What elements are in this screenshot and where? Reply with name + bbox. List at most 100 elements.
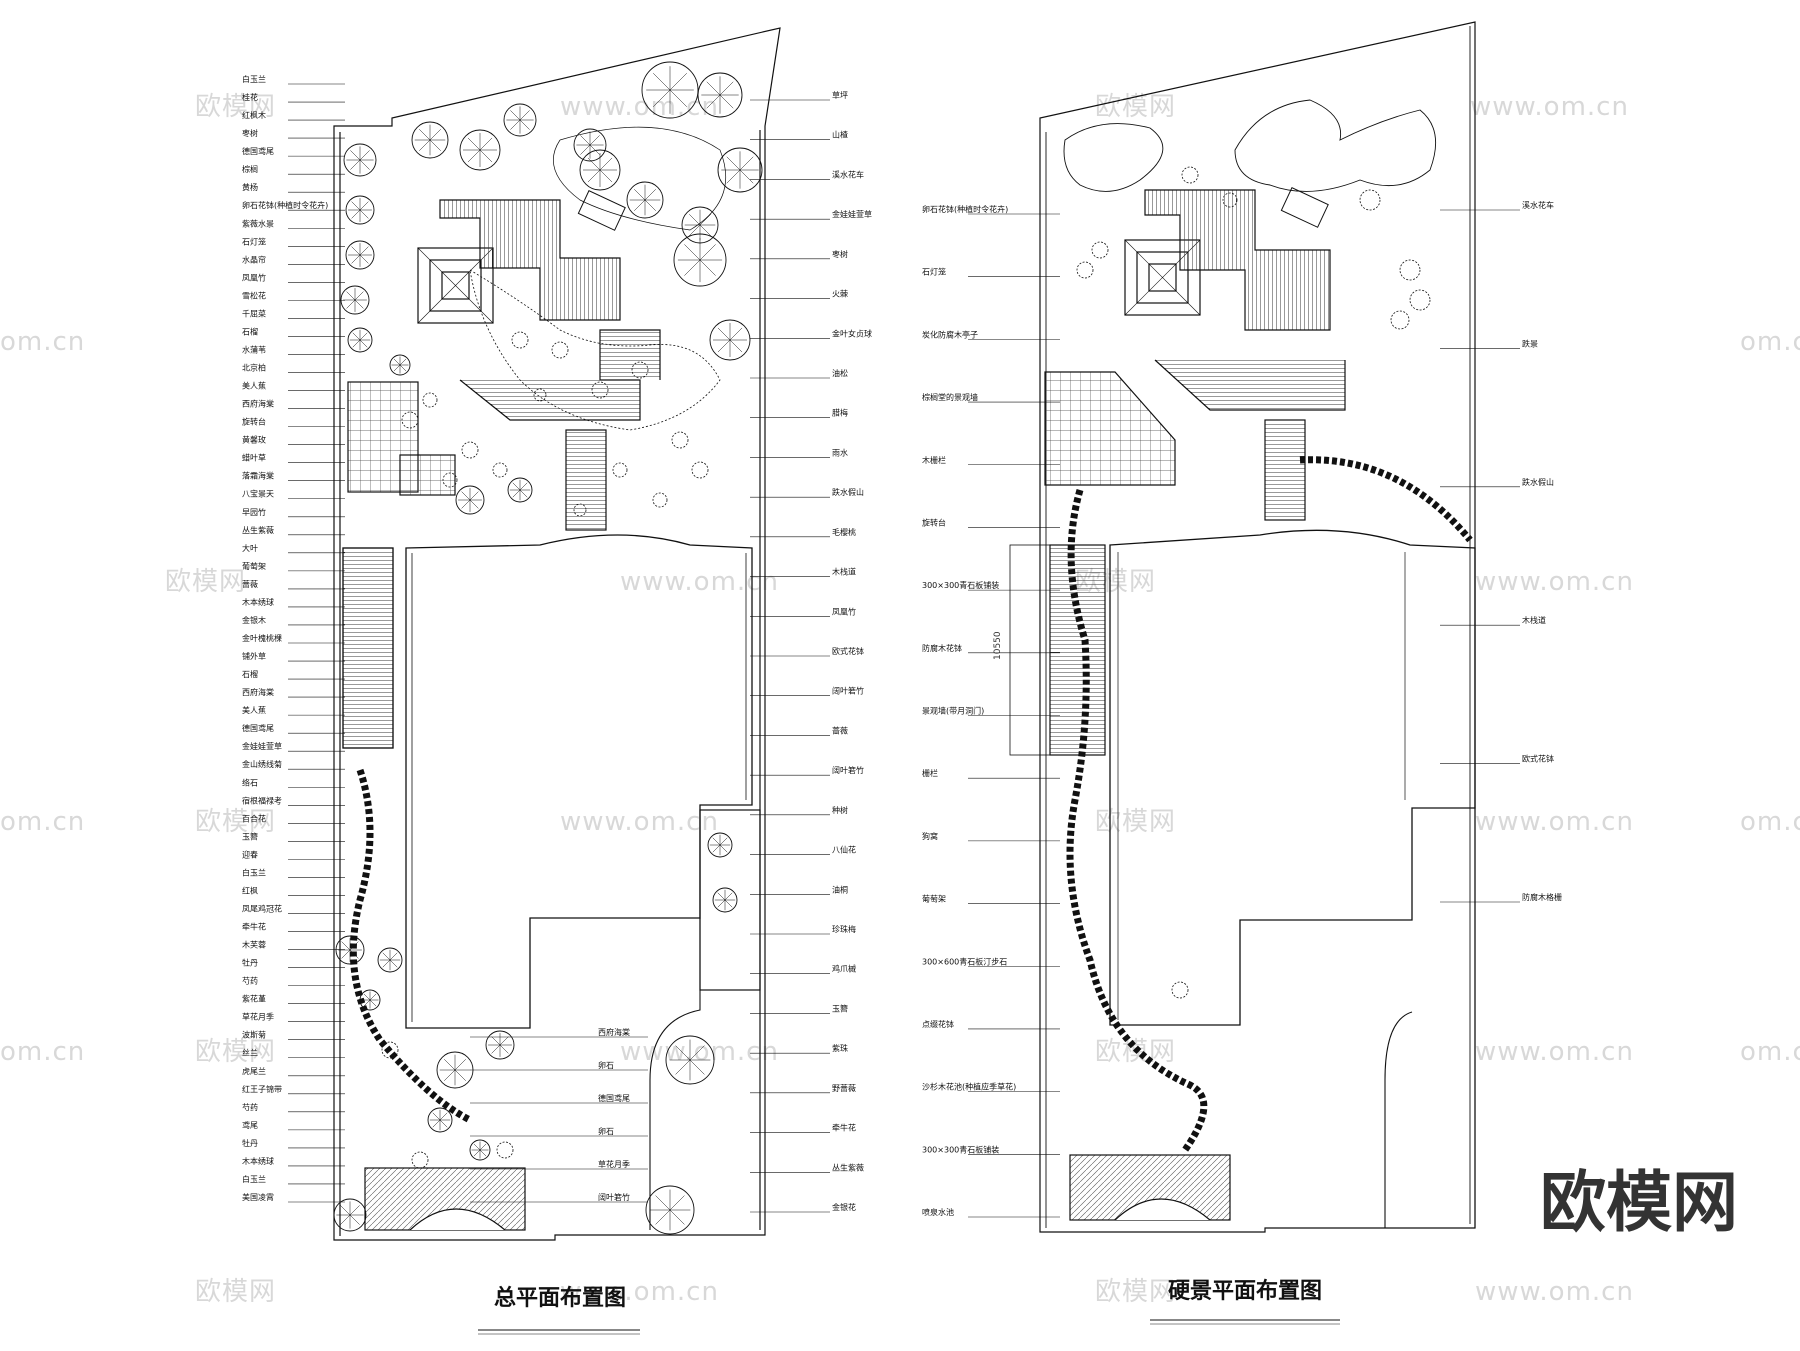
watermark-text: www.om.cn: [560, 1277, 719, 1307]
stepping-path-r: [1066, 489, 1208, 1153]
dimension-label: 10550: [993, 631, 1003, 660]
shrub-symbol: [691, 461, 709, 479]
shrub-symbol: [1399, 259, 1421, 281]
plant-label: 金银木: [242, 615, 266, 625]
plant-label: 油桐: [832, 884, 848, 894]
plant-label: 卵石: [598, 1126, 614, 1136]
tree-symbol: [333, 1198, 367, 1232]
shrub-symbol: [401, 411, 419, 429]
watermark-text: 欧模网: [195, 92, 276, 122]
tree-symbol: [673, 233, 727, 287]
plant-label: 山楂: [832, 130, 848, 140]
watermark-text: om.cn: [1740, 807, 1800, 837]
hardscape-plan: [1009, 21, 1476, 1233]
plant-label: 草花月季: [598, 1159, 630, 1169]
plant-label: 木栈道: [832, 567, 856, 577]
shrub-symbol: [1171, 981, 1189, 999]
plant-label: 北京柏: [242, 363, 266, 373]
plant-label: 美人蕉: [242, 381, 266, 391]
plant-label: 德国鸢尾: [242, 146, 274, 156]
plant-label: 金叶女贞球: [832, 328, 872, 338]
shrub-symbol: [1409, 289, 1431, 311]
plant-label: 沙杉木花池(种植应季草花): [922, 1082, 1016, 1092]
plant-label: 草坪: [832, 90, 848, 100]
tree-symbol: [455, 485, 485, 515]
shrub-symbol: [492, 462, 508, 478]
watermark-text: www.om.cn: [1475, 1277, 1634, 1307]
leaders-general: 白玉兰桂花红枫木枣树德国鸢尾棕榈黄杨卵石花钵(种植时令花卉)紫薇水景石灯笼水晶帘…: [242, 74, 872, 1213]
plant-label: 八宝景天: [242, 489, 274, 499]
shrub-symbol: [671, 431, 689, 449]
plant-label: 美国凌霄: [242, 1192, 274, 1202]
plant-label: 卵石: [598, 1060, 614, 1070]
tree-symbol: [507, 477, 533, 503]
plant-label: 蜡叶草: [242, 453, 266, 463]
plant-label: 凤凰竹: [242, 272, 266, 282]
watermark-text: om.cn: [0, 327, 85, 357]
plant-label: 早园竹: [242, 507, 266, 517]
plant-label: 鸢尾: [242, 1120, 258, 1130]
plant-label: 金叶槐桃棵: [242, 633, 282, 643]
plant-label: 石榴: [242, 669, 258, 679]
tree-symbol: [359, 989, 381, 1011]
tree-symbol: [641, 61, 699, 119]
plant-label: 蔷薇: [832, 725, 848, 735]
plant-label: 油松: [832, 368, 848, 378]
deck-r-lower: [1154, 359, 1346, 411]
watermark-text: www.om.cn: [1470, 92, 1629, 122]
tree-symbol: [436, 1051, 474, 1089]
plant-label: 跌景: [1522, 338, 1538, 348]
plant-label: 枣树: [242, 128, 258, 138]
shrub-symbol: [1076, 261, 1094, 279]
plant-label: 跌水假山: [832, 487, 864, 497]
shrub-symbol: [422, 392, 438, 408]
plant-label: 红王子锦带: [242, 1084, 282, 1094]
plant-label: 芍药: [242, 1102, 258, 1112]
plant-label: 野蔷薇: [832, 1083, 856, 1093]
shrub-symbol: [1359, 189, 1381, 211]
shrub-symbol: [511, 331, 529, 349]
plant-label: 棕榈: [242, 164, 258, 174]
building-r: [1109, 529, 1476, 1026]
pergola: [342, 547, 394, 749]
plant-label: 凤尾鸡冠花: [242, 903, 282, 913]
tree-symbol: [707, 832, 733, 858]
shrub-symbol: [612, 462, 628, 478]
lawn: [552, 126, 727, 231]
plant-label: 木本绣球: [242, 1156, 274, 1166]
stone-paving: [1044, 371, 1176, 486]
tree-symbol: [469, 1139, 491, 1161]
plant-label: 铺外草: [242, 651, 266, 661]
plant-label: 枣树: [832, 249, 848, 259]
plant-label: 牵牛花: [832, 1123, 856, 1133]
plant-label: 白玉兰: [242, 867, 266, 877]
general-plan: [333, 27, 781, 1241]
plant-label: 木栅栏: [922, 455, 946, 465]
tree-symbol: [427, 1107, 453, 1133]
plant-label: 西府海棠: [598, 1027, 630, 1037]
plant-label: 丛生紫薇: [832, 1162, 864, 1172]
plant-label: 旋转台: [922, 517, 946, 527]
side-yard-r: [1384, 807, 1476, 1228]
leaders-hardscape: 卵石花钵(种植时令花卉)石灯笼炭化防腐木亭子棕榈堂的景观墙木栅栏旋转台300×3…: [922, 200, 1562, 1218]
plant-label: 美人蕉: [242, 705, 266, 715]
plant-label: 蔷薇: [242, 579, 258, 589]
tree-symbol: [573, 128, 607, 162]
plant-label: 牵牛花: [242, 922, 266, 932]
plant-label: 紫薇水景: [242, 218, 274, 228]
deck-steps: [565, 429, 607, 531]
flower-cart: [1280, 187, 1329, 228]
shrub-symbol: [381, 1041, 399, 1059]
tree-symbol: [579, 149, 621, 191]
plant-label: 德国鸢尾: [598, 1093, 630, 1103]
shrub-symbol: [461, 441, 479, 459]
pond-edge: [469, 269, 721, 431]
plant-label: 红枫木: [242, 110, 266, 120]
plant-label: 溪水花车: [1522, 200, 1554, 210]
plant-label: 西府海棠: [242, 399, 274, 409]
plant-label: 珍珠梅: [832, 924, 856, 934]
plant-label: 腊梅: [832, 408, 848, 418]
site-boundary-inner: [339, 130, 761, 1236]
